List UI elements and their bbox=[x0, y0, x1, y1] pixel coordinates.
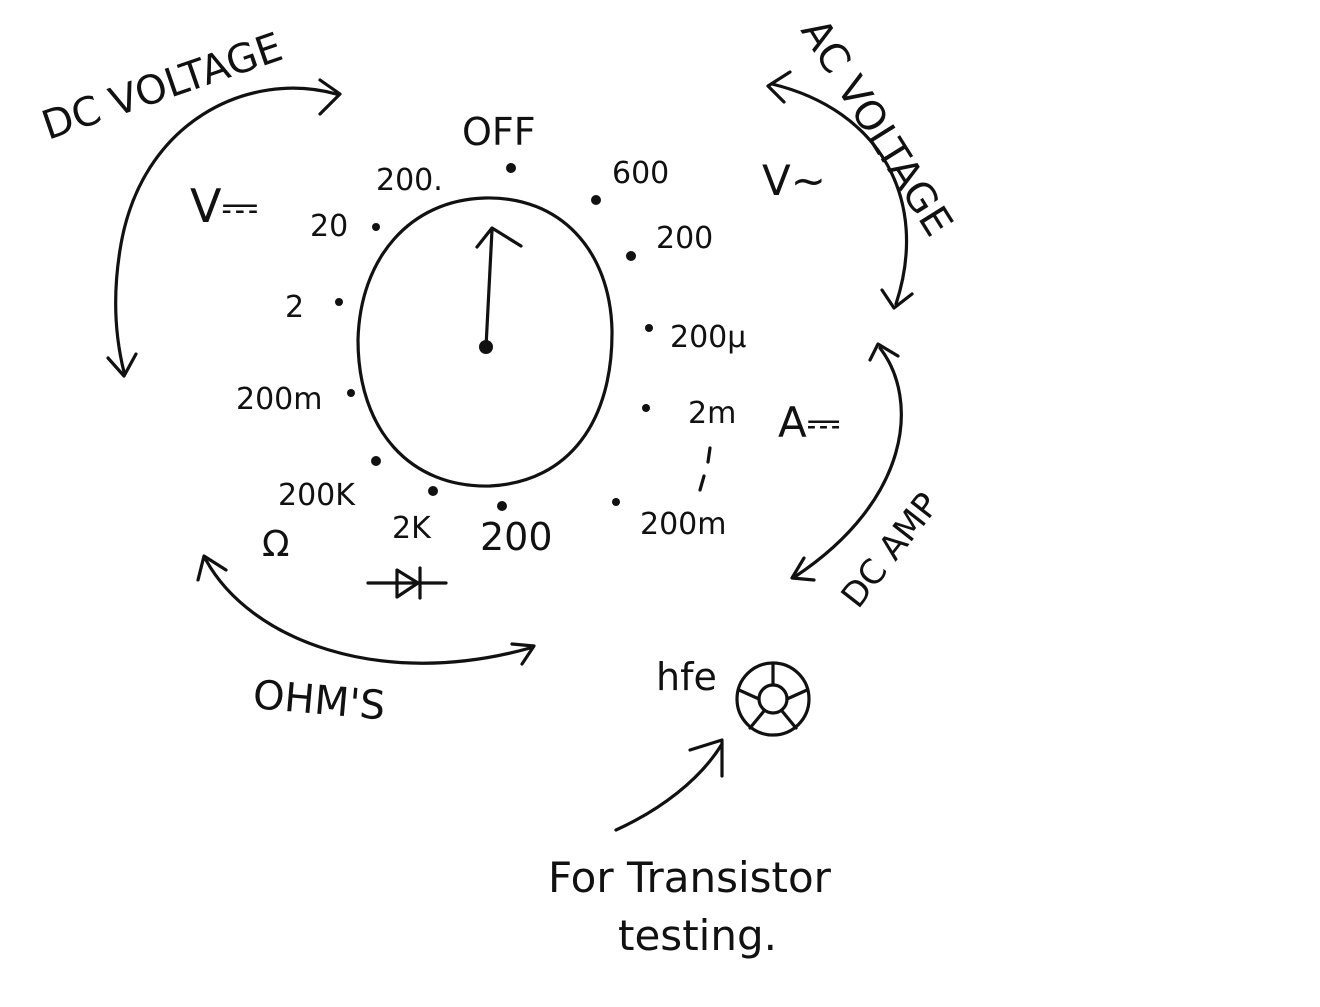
dial-position-dcv-20 bbox=[372, 223, 380, 231]
dial-pointer bbox=[484, 228, 494, 349]
ohms-arrow bbox=[204, 558, 532, 665]
group-label-dc-voltage: DC VOLTAGE bbox=[36, 24, 288, 149]
transistor-caption-line-2: testing. bbox=[618, 911, 777, 960]
dial-circle bbox=[356, 196, 614, 488]
label-dca-leader bbox=[698, 446, 712, 492]
transistor-arrow bbox=[614, 742, 724, 832]
dc-voltage-arrowhead-bottom bbox=[106, 352, 138, 378]
label-dcv-2: 2 bbox=[285, 290, 304, 325]
label-dcv-20: 20 bbox=[310, 209, 348, 244]
dc-amp-arrow bbox=[794, 346, 903, 578]
ohm-symbol: Ω bbox=[262, 524, 290, 565]
group-label-dc-amp: DC AMP bbox=[834, 485, 948, 615]
hfe-label: hfe bbox=[656, 655, 717, 699]
label-dcv-200m: 200m bbox=[236, 382, 322, 417]
dial-position-dca-200u bbox=[645, 324, 653, 332]
label-ohm-200k: 200K bbox=[278, 478, 356, 513]
ohms-arrowhead-left bbox=[196, 554, 228, 582]
diode-symbol-icon bbox=[366, 566, 448, 600]
label-dca-200m: 200m bbox=[640, 507, 726, 542]
ohms-arrowhead-right bbox=[510, 642, 536, 666]
ac-voltage-arrowhead-bottom bbox=[880, 288, 914, 310]
group-label-ohms: OHM'S bbox=[251, 672, 387, 729]
dial-position-dca-200m bbox=[612, 498, 620, 506]
label-off: OFF bbox=[462, 110, 536, 154]
dial-pointer-head bbox=[475, 226, 523, 249]
dc-amp-arrowhead-top bbox=[868, 342, 900, 362]
transistor-caption-line-1: For Transistor bbox=[548, 853, 832, 902]
group-label-ac-voltage: AC VOLTAGE bbox=[792, 11, 962, 244]
ac-voltage-arrow bbox=[770, 82, 909, 306]
label-dcv-200: 200. bbox=[376, 163, 443, 198]
dc-amp-arrowhead-bottom bbox=[790, 556, 816, 582]
dial-position-acv-600 bbox=[591, 195, 601, 205]
label-dca-2m: 2m bbox=[688, 396, 736, 431]
label-ohm-200: 200 bbox=[480, 515, 553, 559]
label-ohm-2k: 2K bbox=[392, 511, 432, 546]
transistor-socket-icon bbox=[735, 661, 811, 737]
dial-position-off bbox=[506, 163, 516, 173]
dial-position-acv-200 bbox=[626, 251, 636, 261]
ac-voltage-arrowhead-top bbox=[766, 70, 792, 104]
dial-position-ohm-200 bbox=[497, 501, 507, 511]
dial-position-dcv-2 bbox=[335, 298, 343, 306]
label-acv-600: 600 bbox=[612, 156, 669, 191]
transistor-arrowhead bbox=[688, 738, 724, 778]
dial-position-dca-2m bbox=[642, 404, 650, 412]
dc-amp-symbol: A⎓ bbox=[778, 398, 840, 447]
dc-voltage-arrowhead-top bbox=[318, 78, 342, 116]
label-dca-200u: 200µ bbox=[670, 320, 746, 355]
dc-voltage-arrow bbox=[114, 86, 338, 374]
dial-position-ohm-200k bbox=[371, 456, 381, 466]
ac-volt-symbol: V~ bbox=[762, 156, 826, 205]
dial-position-dcv-200m bbox=[347, 389, 355, 397]
dc-volt-symbol: V⎓ bbox=[190, 179, 258, 233]
dial-position-ohm-2k bbox=[428, 486, 438, 496]
label-acv-200: 200 bbox=[656, 221, 713, 256]
